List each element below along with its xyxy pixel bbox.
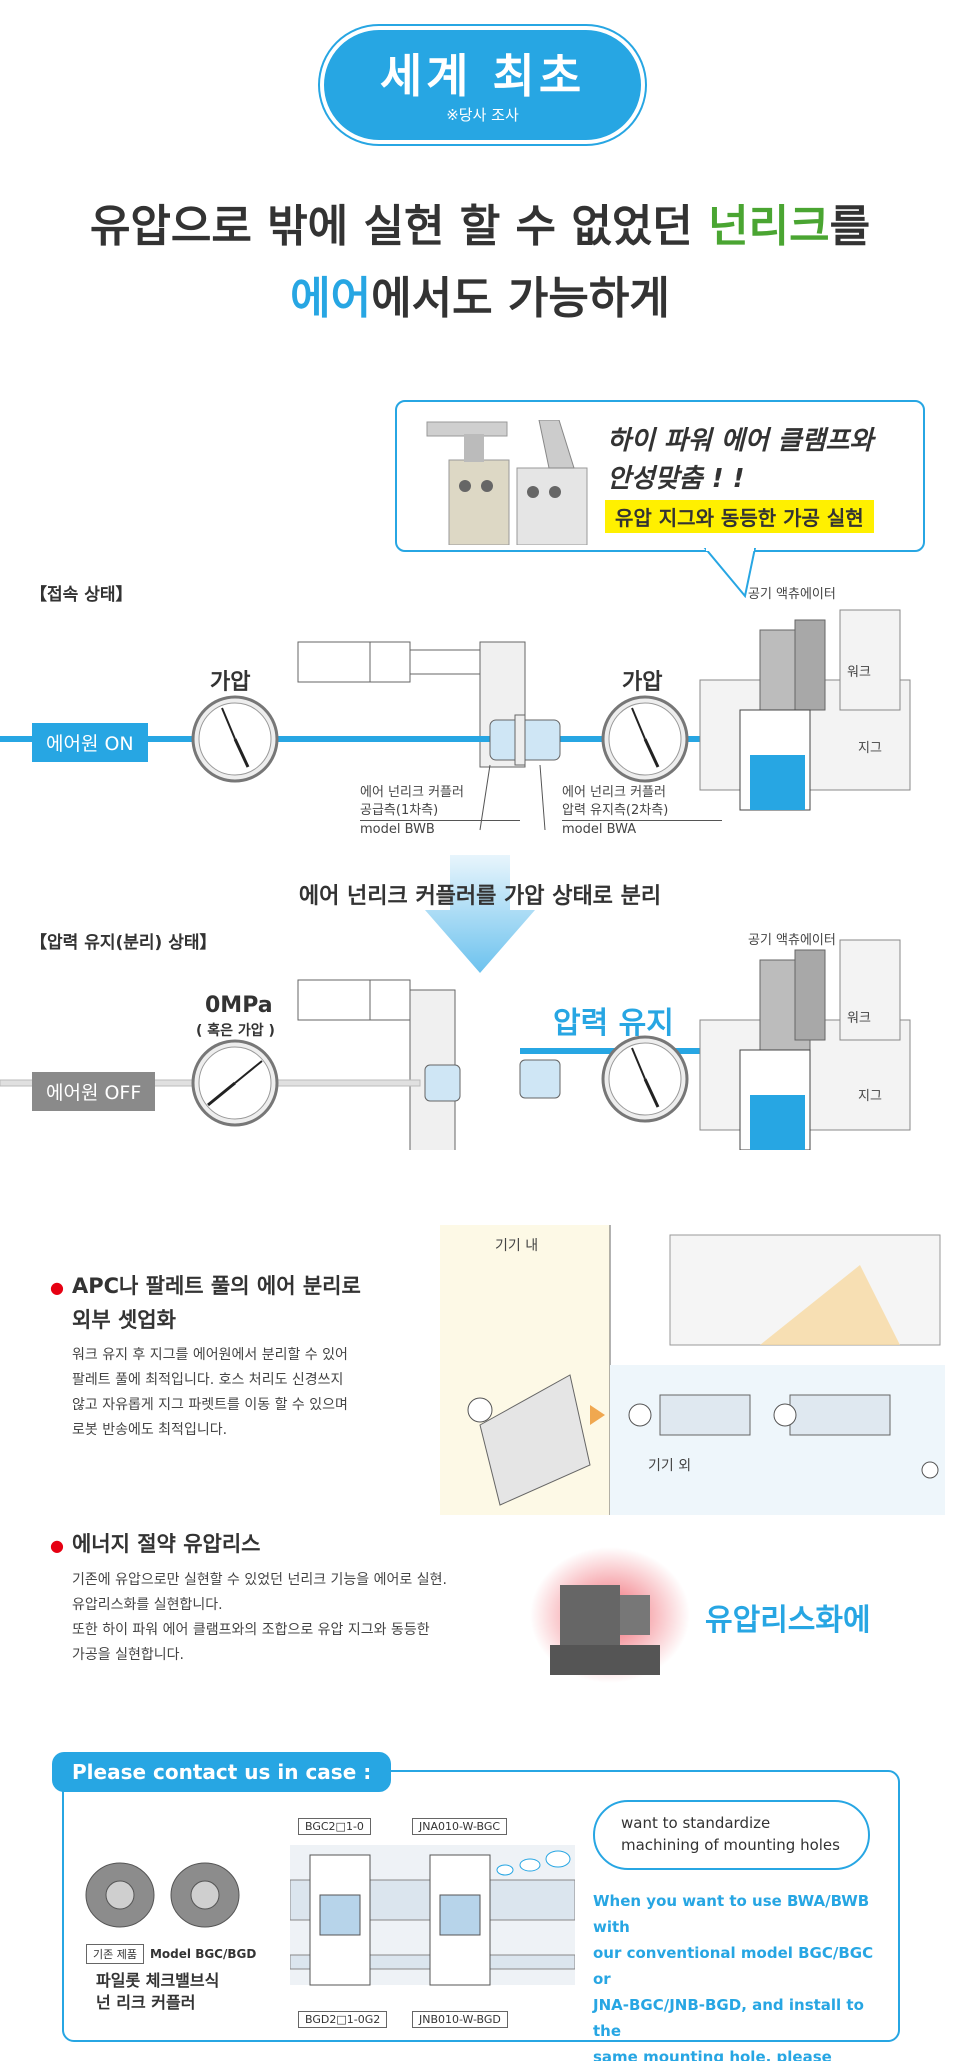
work-label-2: 워크 xyxy=(847,1011,871,1026)
bullet-dot-icon: ● xyxy=(50,1278,64,1297)
model-top-left: BGC2□1-0 xyxy=(298,1818,371,1835)
badge-title: 세계 최초 xyxy=(379,49,586,103)
feature1-body-line: 않고 자유롭게 지그 파렛트를 이동 할 수 있으며 xyxy=(72,1397,348,1413)
feature2-title: ● 에너지 절약 유압리스 xyxy=(50,1528,260,1562)
existing-product-row: 기존 제품 Model BGC/BGD xyxy=(86,1944,256,1964)
feature1-title-line-2: 외부 셋업화 xyxy=(72,1308,176,1332)
existing-tag: 기존 제품 xyxy=(86,1944,144,1964)
headline-nonleak: 넌리크 xyxy=(708,201,830,252)
pressure-hold-label: 압력 유지 xyxy=(553,1006,674,1041)
bullet-dot-icon: ● xyxy=(50,1536,64,1555)
headline-text-2: 에서도 가능하게 xyxy=(371,273,670,324)
separated-diagram xyxy=(0,939,911,1150)
standardize-bubble: want to standardize machining of mountin… xyxy=(593,1800,870,1870)
feature1-title: ● APC나 팔레트 풀의 에어 분리로 외부 셋업화 xyxy=(50,1270,361,1336)
inside-machine-label: 기기 내 xyxy=(495,1238,539,1254)
air-off-badge: 에어원 OFF xyxy=(32,1072,156,1111)
actuator-label-2: 공기 액츄에이터 xyxy=(748,933,836,948)
callout-pointer xyxy=(703,548,757,598)
jig-label-2: 지그 xyxy=(858,1089,882,1104)
contact-note-line: When you want to use BWA/BWB with xyxy=(593,1892,870,1936)
connected-section-label: 【접속 상태】 xyxy=(30,585,133,605)
feature2-title-text: 에너지 절약 유압리스 xyxy=(71,1532,261,1556)
coupler-hold-line-2: 압력 유지측(2차측) xyxy=(562,803,669,818)
coupler-supply-model: model BWB xyxy=(360,820,520,839)
bubble-line-1: want to standardize xyxy=(621,1814,771,1832)
gauge-right-title: 가압 xyxy=(622,670,663,695)
gauge-zero-title: 0MPa xyxy=(205,993,273,1018)
pallet-illustration xyxy=(440,1225,945,1515)
feature1-title-line-1: APC나 팔레트 풀의 에어 분리로 xyxy=(71,1274,361,1298)
feature1-body: 워크 유지 후 지그를 에어원에서 분리할 수 있어 팔레트 풀에 최적입니다.… xyxy=(72,1343,412,1443)
jig-label: 지그 xyxy=(858,741,882,756)
badge-note: ※당사 조사 xyxy=(446,106,519,124)
clamp-photo xyxy=(426,420,588,545)
work-label: 워크 xyxy=(847,665,871,680)
coupler-hold-model: model BWA xyxy=(562,820,722,839)
down-arrow-icon xyxy=(425,855,535,973)
headline-text-end: 를 xyxy=(829,201,871,252)
coupler-supply-line-2: 공급측(1차측) xyxy=(360,803,439,818)
callout-highlight: 유압 지그와 동등한 가공 실현 xyxy=(605,500,874,533)
contact-note: When you want to use BWA/BWB with our co… xyxy=(593,1888,893,2061)
feature2-body-line: 기존에 유압으로만 실현할 수 있었던 넌리크 기능을 에어로 실현. xyxy=(72,1572,447,1588)
feature1-body-line: 팔레트 풀에 최적입니다. 호스 처리도 신경쓰지 xyxy=(72,1372,344,1388)
existing-product-name: 파일롯 체크밸브식 넌 리크 커플러 xyxy=(96,1970,219,2014)
world-first-badge: 세계 최초 ※당사 조사 xyxy=(320,26,645,144)
pump-illustration xyxy=(530,1547,690,1683)
contact-note-line: our conventional model BGC/BGC or xyxy=(593,1944,874,1988)
feature1-body-line: 로봇 반송에도 최적입니다. xyxy=(72,1422,228,1438)
model-bottom-left: BGD2□1-0G2 xyxy=(298,2011,388,2028)
actuator-label: 공기 액츄에이터 xyxy=(748,587,836,602)
callout-line-2: 안성맞춤 ! ! xyxy=(607,464,745,494)
hydraulic-less-callout: 유압리스화에 xyxy=(705,1603,871,1638)
product-name-line-2: 넌 리크 커플러 xyxy=(96,1993,196,2012)
headline-line-2: 에어에서도 가능하게 xyxy=(0,262,960,326)
clamp-callout: 하이 파워 에어 클램프와 안성맞춤 ! ! 유압 지그와 동등한 가공 실현 xyxy=(395,400,925,552)
headline-line-1: 유압으로 밖에 실현 할 수 없었던 넌리크를 xyxy=(0,190,960,254)
coupler-photo xyxy=(85,1862,240,1928)
bubble-line-2: machining of mounting holes xyxy=(621,1836,840,1854)
headline-air: 에어 xyxy=(290,273,372,324)
feature2-body-line: 유압리스화를 실현합니다. xyxy=(72,1597,223,1613)
product-name-line-1: 파일롯 체크밸브식 xyxy=(96,1971,220,1990)
feature2-body-line: 가공을 실현합니다. xyxy=(72,1647,184,1663)
model-bottom-right: JNB010-W-BGD xyxy=(412,2011,508,2028)
contact-note-line: same mounting hole, please contact us. xyxy=(593,2048,832,2061)
feature1-body-line: 워크 유지 후 지그를 에어원에서 분리할 수 있어 xyxy=(72,1347,348,1363)
contact-tab: Please contact us in case : xyxy=(52,1752,392,1792)
contact-note-line: JNA-BGC/JNB-BGD, and install to the xyxy=(593,1996,864,2040)
gauge-zero-sub: ( 혹은 가압 ) xyxy=(196,1023,275,1039)
coupler-supply-line-1: 에어 넌리크 커플러 xyxy=(360,785,464,800)
air-on-badge: 에어원 ON xyxy=(32,723,148,762)
feature2-body: 기존에 유압으로만 실현할 수 있었던 넌리크 기능을 에어로 실현. 유압리스… xyxy=(72,1568,522,1668)
model-top-right: JNA010-W-BGC xyxy=(412,1818,508,1835)
separated-section-label: 【압력 유지(분리) 상태】 xyxy=(30,933,217,953)
coupler-supply-label: 에어 넌리크 커플러 공급측(1차측) model BWB xyxy=(360,784,520,839)
connected-diagram xyxy=(0,609,911,831)
feature2-body-line: 또한 하이 파워 에어 클램프와의 조합으로 유압 지그와 동등한 xyxy=(72,1622,430,1638)
coupler-hold-line-1: 에어 넌리크 커플러 xyxy=(562,785,666,800)
headline-text: 유압으로 밖에 실현 할 수 없었던 xyxy=(89,201,709,252)
callout-line-1: 하이 파워 에어 클램프와 xyxy=(607,426,874,456)
contact-box xyxy=(62,1770,900,2042)
existing-model: Model BGC/BGD xyxy=(149,1947,257,1961)
coupler-hold-label: 에어 넌리크 커플러 압력 유지측(2차측) model BWA xyxy=(562,784,722,839)
separation-caption: 에어 넌리크 커플러를 가압 상태로 분리 xyxy=(298,884,662,909)
mounting-diagram xyxy=(290,1845,575,1986)
gauge-left-title: 가압 xyxy=(210,670,251,695)
outside-machine-label: 기기 외 xyxy=(648,1458,692,1474)
